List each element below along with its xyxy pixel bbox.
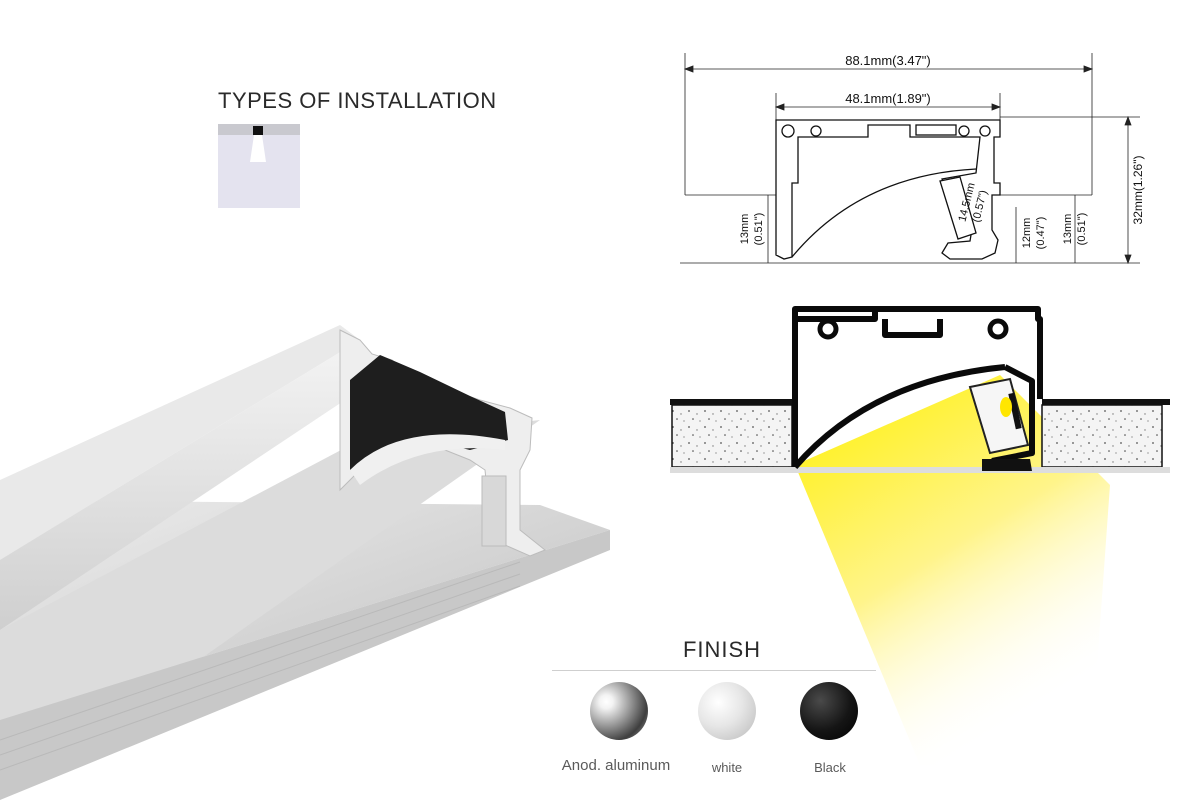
right-b-in-label: (0.51") — [1076, 213, 1088, 246]
right-a-in-label: (0.47") — [1035, 217, 1047, 250]
recessed-trimless-install-icon — [218, 124, 300, 208]
installed-section-diagram — [670, 306, 1170, 765]
finish-swatch-white[interactable] — [698, 682, 756, 740]
inner-width-label: 48.1mm(1.89") — [845, 91, 931, 106]
height-label: 32mm(1.26") — [1131, 156, 1145, 225]
finish-label-white: white — [711, 760, 743, 775]
right-b-mm-label: 13mm — [1062, 214, 1074, 245]
profile-3d-render — [0, 325, 610, 800]
finish-label-black: Black — [814, 760, 846, 775]
dimension-drawing: 88.1mm(3.47") 48.1mm(1.89") 32mm(1.26") … — [680, 53, 1145, 265]
finish-title: FINISH — [682, 637, 762, 662]
finish-divider — [552, 670, 876, 671]
overall-width-label: 88.1mm(3.47") — [845, 53, 931, 68]
left-depth-in-label: (0.51") — [753, 213, 765, 246]
finish-swatch-black[interactable] — [800, 682, 858, 740]
right-a-mm-label: 12mm — [1021, 218, 1033, 249]
left-depth-mm-label: 13mm — [739, 214, 751, 245]
installation-title: TYPES OF INSTALLATION — [218, 88, 497, 113]
finish-swatch-anodized-aluminum[interactable] — [590, 682, 648, 740]
finish-label-anodized-aluminum: Anod. aluminum — [561, 757, 671, 774]
